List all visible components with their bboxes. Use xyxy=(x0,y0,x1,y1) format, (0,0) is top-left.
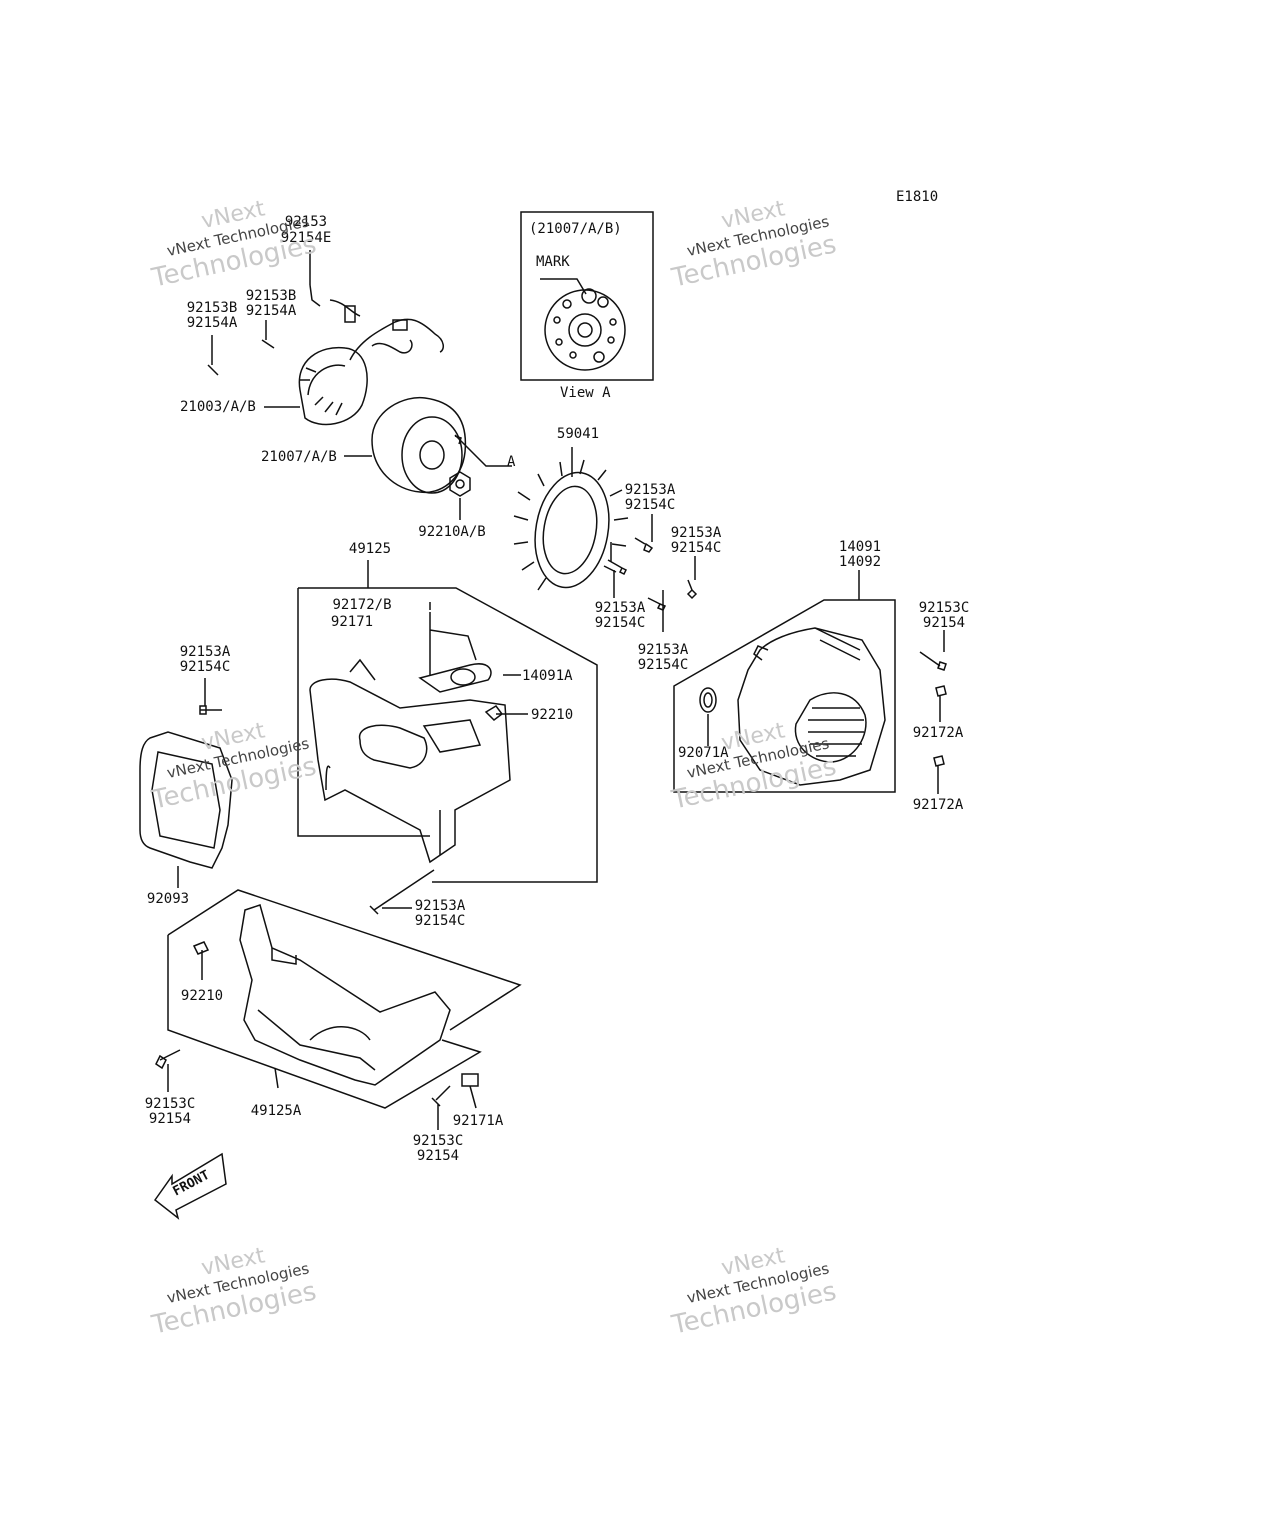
part-label: 14091A xyxy=(522,668,573,684)
part-label: 92154C xyxy=(179,659,231,675)
clip-92171a xyxy=(461,1073,479,1109)
part-label: 92153A xyxy=(594,600,646,616)
fan-housing-box xyxy=(673,570,896,793)
part-label: 92071A xyxy=(678,745,729,761)
part-label: 92210 xyxy=(531,707,574,723)
part-label: 92154A xyxy=(186,315,238,331)
part-label: 21007/A/B xyxy=(261,449,337,465)
front-arrow-icon xyxy=(153,1152,227,1220)
diagram-code: E1810 xyxy=(896,189,939,205)
view-a-mark: MARK xyxy=(536,254,570,270)
fan-bolts xyxy=(607,514,698,632)
view-a-inset xyxy=(520,211,654,381)
part-label: 92154C xyxy=(624,497,676,513)
part-label: 92154C xyxy=(670,540,722,556)
flywheel xyxy=(371,396,512,494)
part-label: 92153A xyxy=(670,525,722,541)
view-a-title: (21007/A/B) xyxy=(529,221,622,237)
part-label: 92154 xyxy=(416,1148,460,1164)
stator-assembly xyxy=(298,284,445,426)
part-label: 92153A xyxy=(179,644,231,660)
part-label: 92153A xyxy=(624,482,676,498)
part-label: 92210A/B xyxy=(418,524,486,540)
part-label: 92154C xyxy=(637,657,689,673)
part-label: 49125A xyxy=(250,1103,302,1119)
part-label: 21003/A/B xyxy=(180,399,256,415)
cover-49125-box xyxy=(297,560,598,883)
cooling-fan xyxy=(513,447,629,591)
gasket-92093 xyxy=(139,731,233,888)
part-label: 14092 xyxy=(838,554,882,570)
part-label: 92171 xyxy=(330,614,374,630)
part-label: 92210 xyxy=(180,988,224,1004)
nut-92210 xyxy=(449,471,471,497)
part-label: 92093 xyxy=(146,891,190,907)
bolt-92153c-lower-left xyxy=(155,1049,181,1092)
right-bolts xyxy=(919,630,947,794)
part-label: 92153B xyxy=(186,300,238,316)
part-label: 92154E xyxy=(280,230,332,246)
arrow-a-label: A xyxy=(507,454,516,470)
part-label: 92153B xyxy=(245,288,297,304)
part-label: 92154C xyxy=(594,615,646,631)
bolt-92153a-left xyxy=(199,678,222,715)
leader-lines xyxy=(207,250,461,520)
part-label: 59041 xyxy=(556,426,600,442)
part-label: 92154C xyxy=(414,913,466,929)
part-label: 92154A xyxy=(245,303,297,319)
clip-92210-lower xyxy=(192,941,210,980)
part-label: 92154 xyxy=(148,1111,192,1127)
part-label: 92153 xyxy=(284,214,328,230)
washer-92071a xyxy=(699,687,717,746)
part-label: 92172A xyxy=(912,797,964,813)
lower-cover-box xyxy=(167,889,522,1109)
part-label: 92153C xyxy=(918,600,970,616)
bolt-92153c-lower-right xyxy=(431,1085,451,1130)
part-label: 92172A xyxy=(912,725,964,741)
part-label: 92153C xyxy=(144,1096,196,1112)
lower-cover-49125a xyxy=(239,904,451,1089)
part-label: 92171A xyxy=(452,1113,504,1129)
part-label: 92153C xyxy=(412,1133,464,1149)
part-label: 92153A xyxy=(637,642,689,658)
part-label: 49125 xyxy=(348,541,392,557)
fan-housing xyxy=(737,627,886,786)
part-label: 92153A xyxy=(414,898,466,914)
shroud-49125 xyxy=(309,602,528,864)
view-a-caption: View A xyxy=(560,385,611,401)
part-label: 92154 xyxy=(922,615,966,631)
part-label: 14091 xyxy=(838,539,882,555)
part-label: 92172/B xyxy=(332,597,392,613)
bolt-92153a-cover xyxy=(369,869,435,915)
